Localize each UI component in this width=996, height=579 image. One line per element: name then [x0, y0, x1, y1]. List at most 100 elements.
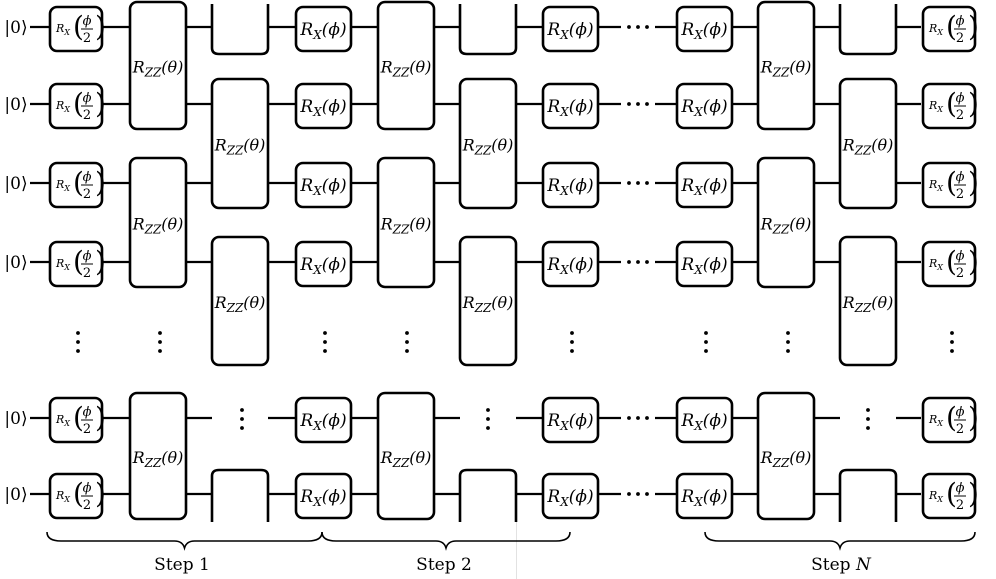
- rzz-theta-gate: RZZ(θ): [756, 391, 816, 521]
- rx-phi-gate: RX(ϕ): [294, 161, 353, 209]
- gate-box: [48, 5, 104, 53]
- rx-phi-gate: RX(ϕ): [294, 240, 353, 288]
- horizontal-ellipsis-dot: [636, 492, 640, 496]
- gate-base-label: RX: [928, 489, 943, 504]
- gate-label: RZZ(θ): [380, 58, 432, 80]
- horizontal-ellipsis-dot: [636, 416, 640, 420]
- open-gate-top: [838, 4, 898, 56]
- gate-base-label: RX: [55, 489, 70, 504]
- fraction-denominator: 2: [83, 498, 91, 513]
- paren-left: (: [946, 401, 957, 434]
- vertical-ellipsis-dot: [323, 349, 327, 353]
- gate-label: RZZ(θ): [214, 136, 266, 158]
- step-label: Step N: [811, 555, 872, 575]
- gate-label: RX(ϕ): [680, 255, 727, 277]
- gate-box: [210, 77, 270, 210]
- paren-right: ): [95, 166, 106, 199]
- rx-phi-gate: RX(ϕ): [541, 396, 600, 444]
- paren-right: ): [968, 166, 979, 199]
- gate-box: [675, 396, 734, 444]
- gate-label: RX(ϕ): [680, 176, 727, 198]
- rzz-theta-gate: RZZ(θ): [458, 235, 518, 367]
- gate-box: [541, 472, 600, 520]
- vertical-ellipsis-dot: [950, 349, 954, 353]
- vertical-ellipsis-dot: [570, 349, 574, 353]
- qubit-label: |0⟩: [4, 174, 27, 194]
- gate-box: [675, 82, 734, 130]
- rx-phi-gate: RX(ϕ): [294, 396, 353, 444]
- fraction-numerator: ϕ: [83, 481, 92, 496]
- gate-label: RX(ϕ): [546, 20, 593, 42]
- vertical-ellipsis-dot: [486, 408, 490, 412]
- paren-left: (: [946, 477, 957, 510]
- gate-layer: RX()ϕ2RX()ϕ2RX()ϕ2RX()ϕ2RX()ϕ2RX()ϕ2RX()…: [48, 0, 979, 522]
- vertical-ellipsis-dot: [240, 417, 244, 421]
- gate-label: RZZ(θ): [842, 136, 894, 158]
- rzz-theta-gate: RZZ(θ): [128, 0, 188, 131]
- paren-right: ): [968, 10, 979, 43]
- qubit-label: |0⟩: [4, 409, 27, 429]
- gate-label: RX(ϕ): [546, 176, 593, 198]
- gate-box: [921, 5, 977, 53]
- vertical-ellipsis-dot: [786, 331, 790, 335]
- horizontal-ellipsis-dot: [636, 181, 640, 185]
- gate-base-label: RX: [55, 99, 70, 114]
- gate-label: RZZ(θ): [132, 58, 184, 80]
- rx-phi-half-gate: RX()ϕ2: [921, 472, 979, 520]
- gate-label: RX(ϕ): [680, 20, 727, 42]
- rx-phi-gate: RX(ϕ): [675, 82, 734, 130]
- gate-base-label: RX: [928, 413, 943, 428]
- fraction-numerator: ϕ: [83, 91, 92, 106]
- gate-box: [921, 161, 977, 209]
- gate-box: [756, 391, 816, 521]
- gate-box: [128, 391, 188, 521]
- gate-label: RX(ϕ): [546, 255, 593, 277]
- gate-box: [541, 396, 600, 444]
- horizontal-ellipsis-dot: [645, 181, 649, 185]
- rx-phi-gate: RX(ϕ): [675, 472, 734, 520]
- gate-label: RX(ϕ): [299, 20, 346, 42]
- gate-box: [376, 0, 436, 131]
- rzz-theta-gate: RZZ(θ): [376, 0, 436, 131]
- rx-phi-gate: RX(ϕ): [541, 161, 600, 209]
- rx-phi-gate: RX(ϕ): [541, 472, 600, 520]
- gate-label: RX(ϕ): [546, 411, 593, 433]
- vertical-ellipsis-dot: [786, 349, 790, 353]
- rx-phi-half-gate: RX()ϕ2: [921, 161, 979, 209]
- rx-phi-gate: RX(ϕ): [675, 161, 734, 209]
- gate-box: [921, 396, 977, 444]
- paren-right: ): [95, 401, 106, 434]
- horizontal-ellipsis-dot: [627, 181, 631, 185]
- vertical-ellipsis-dot: [240, 408, 244, 412]
- gate-box: [48, 396, 104, 444]
- paren-right: ): [95, 10, 106, 43]
- vertical-ellipsis-dot: [405, 349, 409, 353]
- rx-phi-gate: RX(ϕ): [675, 5, 734, 53]
- gate-box: [376, 391, 436, 521]
- gate-box: [376, 156, 436, 289]
- fraction-numerator: ϕ: [956, 249, 965, 264]
- rx-phi-half-gate: RX()ϕ2: [921, 5, 979, 53]
- rx-phi-gate: RX(ϕ): [675, 240, 734, 288]
- vertical-ellipsis-dot: [950, 331, 954, 335]
- horizontal-ellipsis-dot: [645, 260, 649, 264]
- rx-phi-half-gate: RX()ϕ2: [48, 161, 106, 209]
- step-brace: [321, 531, 571, 551]
- vertical-ellipsis-dot: [570, 331, 574, 335]
- open-gate-top: [210, 4, 270, 56]
- rzz-theta-gate: RZZ(θ): [128, 156, 188, 289]
- gate-box: [294, 472, 353, 520]
- gate-box: [675, 5, 734, 53]
- paren-left: (: [946, 245, 957, 278]
- rzz-theta-gate: RZZ(θ): [376, 391, 436, 521]
- vertical-ellipsis-dot: [76, 349, 80, 353]
- horizontal-ellipsis-dot: [627, 260, 631, 264]
- vertical-ellipsis-dot: [405, 340, 409, 344]
- rx-phi-half-gate: RX()ϕ2: [921, 240, 979, 288]
- paren-right: ): [968, 245, 979, 278]
- horizontal-ellipsis-dot: [627, 25, 631, 29]
- paren-right: ): [95, 477, 106, 510]
- vertical-ellipsis-dot: [786, 340, 790, 344]
- gate-label: RX(ϕ): [299, 255, 346, 277]
- gate-box: [294, 161, 353, 209]
